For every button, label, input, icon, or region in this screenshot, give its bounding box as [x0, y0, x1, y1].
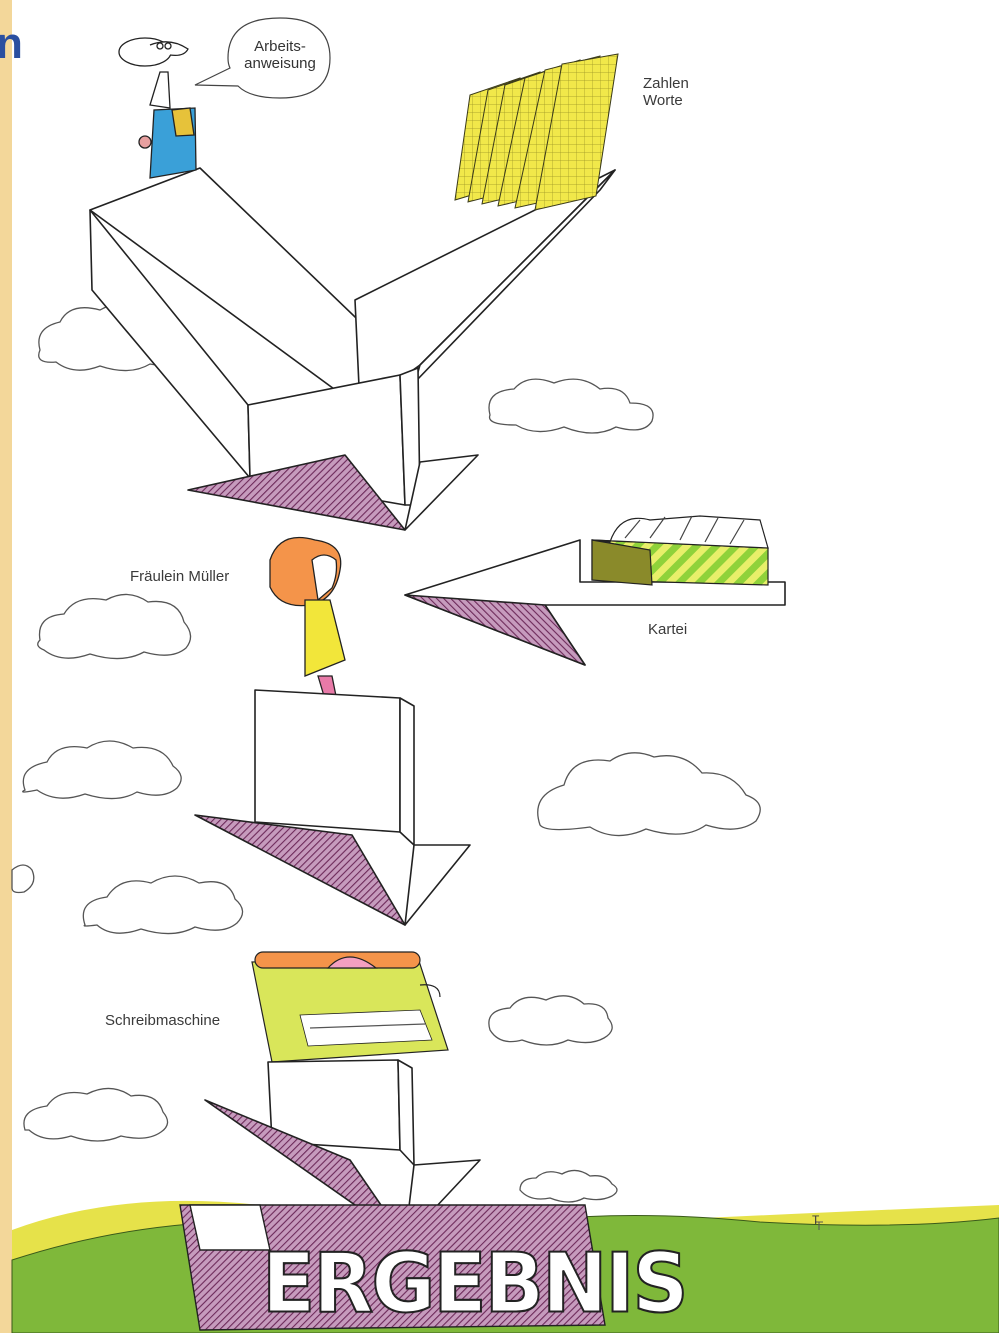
label-zahlen: Zahlen — [643, 76, 689, 93]
label-signature: T — [812, 1214, 819, 1227]
speech-line-1: Arbeits- — [232, 38, 328, 55]
typewriter-icon — [252, 952, 448, 1062]
cloud-icon — [12, 865, 34, 893]
cloud-icon — [520, 1170, 617, 1202]
man-with-glasses-icon — [119, 38, 196, 178]
speech-line-2: anweisung — [232, 55, 328, 72]
cloud-icon — [23, 741, 181, 799]
card-index-box-icon — [592, 516, 768, 585]
label-woman: Fräulein Müller — [130, 569, 229, 586]
cloud-icon — [83, 876, 242, 934]
cloud-icon — [24, 1088, 168, 1141]
cloud-icon — [489, 996, 612, 1045]
label-card-index: Kartei — [648, 622, 687, 639]
label-typewriter: Schreibmaschine — [105, 1013, 220, 1030]
top-arrow — [90, 168, 615, 530]
cloud-icon — [489, 379, 653, 433]
label-worte: Worte — [643, 93, 689, 110]
cloud-icon — [538, 753, 761, 836]
woman-figure-icon — [270, 538, 345, 697]
label-numbers-words: Zahlen Worte — [643, 76, 689, 109]
speech-bubble-text: Arbeits- anweisung — [232, 38, 328, 73]
corner-text-fragment: n — [0, 22, 23, 66]
result-title: ERGEBNIS — [262, 1243, 687, 1325]
paper-border — [0, 0, 12, 1333]
cloud-icon — [38, 594, 191, 658]
document-folders-icon — [455, 54, 618, 210]
middle-arrow — [195, 690, 470, 925]
